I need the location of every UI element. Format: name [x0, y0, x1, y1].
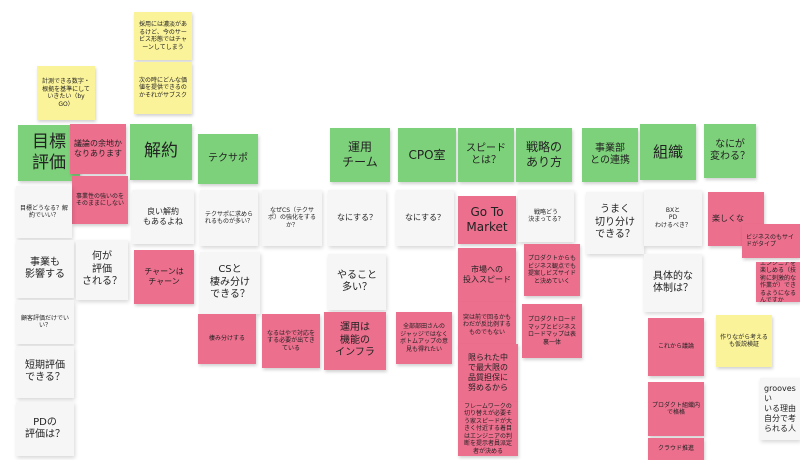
note-ops-infra[interactable]: 運用は 機能の インフラ	[324, 312, 386, 370]
header-change[interactable]: なにが 変わる？	[704, 124, 756, 178]
note-what-do-cpo[interactable]: なにする？	[396, 190, 454, 246]
header-ops-team[interactable]: 運用 チーム	[330, 128, 390, 182]
header-division[interactable]: 事業部 との連携	[582, 128, 638, 182]
note-biz-strength[interactable]: 事業性の強いのをそのままにしない	[72, 176, 128, 224]
note-all-members[interactable]: 全部部田さんのジャッジではなくボトムアップの意見も得れたい	[396, 312, 452, 364]
note-churn[interactable]: チャーンは チャーン	[134, 250, 194, 304]
note-biz-impact[interactable]: 事業も 影響する	[16, 240, 74, 298]
note-room-debate[interactable]: 議論の余地かなりあります	[70, 124, 126, 174]
header-strategy[interactable]: 戦略の あり方	[516, 128, 572, 182]
note-many-tasks[interactable]: やること 多い？	[328, 254, 386, 310]
note-pd-eval[interactable]: PDの 評価は？	[16, 402, 74, 456]
header-techsupport[interactable]: テクサポ	[198, 134, 258, 184]
note-good-cancel[interactable]: 良い解約 もあるよね	[132, 190, 194, 244]
header-cpo[interactable]: CPO室	[398, 128, 456, 182]
note-framework[interactable]: フレームワークの切り替えが必要そう家スピードが大きく付近する着目はエンジニアの判…	[458, 402, 518, 456]
note-split[interactable]: 棲み分けする	[198, 314, 256, 364]
note-discuss[interactable]: これから議論	[648, 318, 704, 376]
note-structure[interactable]: 具体的な 体制は？	[644, 254, 702, 312]
note-short-eval[interactable]: 短期評価 できる？	[16, 346, 74, 398]
note-customer-eval[interactable]: 顧客評価だけでいい？	[16, 300, 74, 344]
note-product-org[interactable]: プロダクト組織内で格格	[648, 382, 704, 436]
note-go-to-market[interactable]: Go To Market	[458, 196, 516, 244]
note-split-well[interactable]: うまく 切り分け できる？	[586, 192, 644, 254]
note-limited[interactable]: 限られた中 で最大限の 品質担保に 努めるから	[458, 344, 518, 402]
note-grooves[interactable]: groovesい いる理由 自分で考 られる人	[760, 378, 800, 440]
note-strategy-decide[interactable]: 戦略どう 決まってる？	[518, 190, 574, 242]
note-cs-split[interactable]: CSと 棲み分け できる？	[200, 252, 260, 314]
note-why-cs[interactable]: なぜCS（テクサポ）の強化をするか？	[262, 190, 322, 246]
note-build-verify[interactable]: 作りながら考えるも仮説検証	[716, 315, 772, 367]
note-hiring[interactable]: 採用には濃淡があるけど、今のサービス形態ではチャーンしてしまう	[134, 12, 192, 60]
note-product-biz[interactable]: プロダクトからもビジネス観点でも提案しビズサイドと決めていく	[524, 244, 580, 296]
note-what-eval[interactable]: 何が 評価 される？	[76, 240, 128, 300]
header-contract[interactable]: 解約	[130, 124, 192, 180]
header-org[interactable]: 組織	[640, 124, 696, 180]
header-goal-eval[interactable]: 目標 評価	[18, 125, 80, 181]
header-speed[interactable]: スピード とは？	[458, 128, 514, 182]
note-ts-required[interactable]: テクサポに求められるものが多い？	[200, 190, 258, 246]
note-cloud[interactable]: クラウド推進	[648, 438, 704, 460]
note-bx-pd[interactable]: BXと PD わけるべき？	[644, 190, 702, 246]
note-ceo-speed[interactable]: 突は前で回るかもわだが反比例するものでもない	[458, 302, 516, 348]
note-what-do-ops[interactable]: なにする？	[328, 190, 386, 246]
note-market-speed[interactable]: 市場への 投入スピード	[458, 248, 516, 302]
note-side1[interactable]: ビジネスのもサイドがタイプ	[742, 224, 800, 258]
note-goal-how[interactable]: 目標どうなる？解約でいい？	[16, 186, 72, 238]
note-metrics[interactable]: 計測できる数字・根拠を基準にしていきたい（by GO）	[37, 66, 95, 120]
note-side2[interactable]: エンジニアを楽しめる（技術に刺激的な作業が）できるようになるんですか	[756, 262, 800, 302]
note-quick-response[interactable]: なるはやで対応をする必要が出てきている	[262, 314, 320, 368]
note-next-value[interactable]: 次の時にどんな価値を提供できるのかそれがサブスク	[134, 62, 192, 114]
note-roadmap[interactable]: プロダクトロードマップとビジネスロードマップは表裏一体	[522, 304, 582, 358]
